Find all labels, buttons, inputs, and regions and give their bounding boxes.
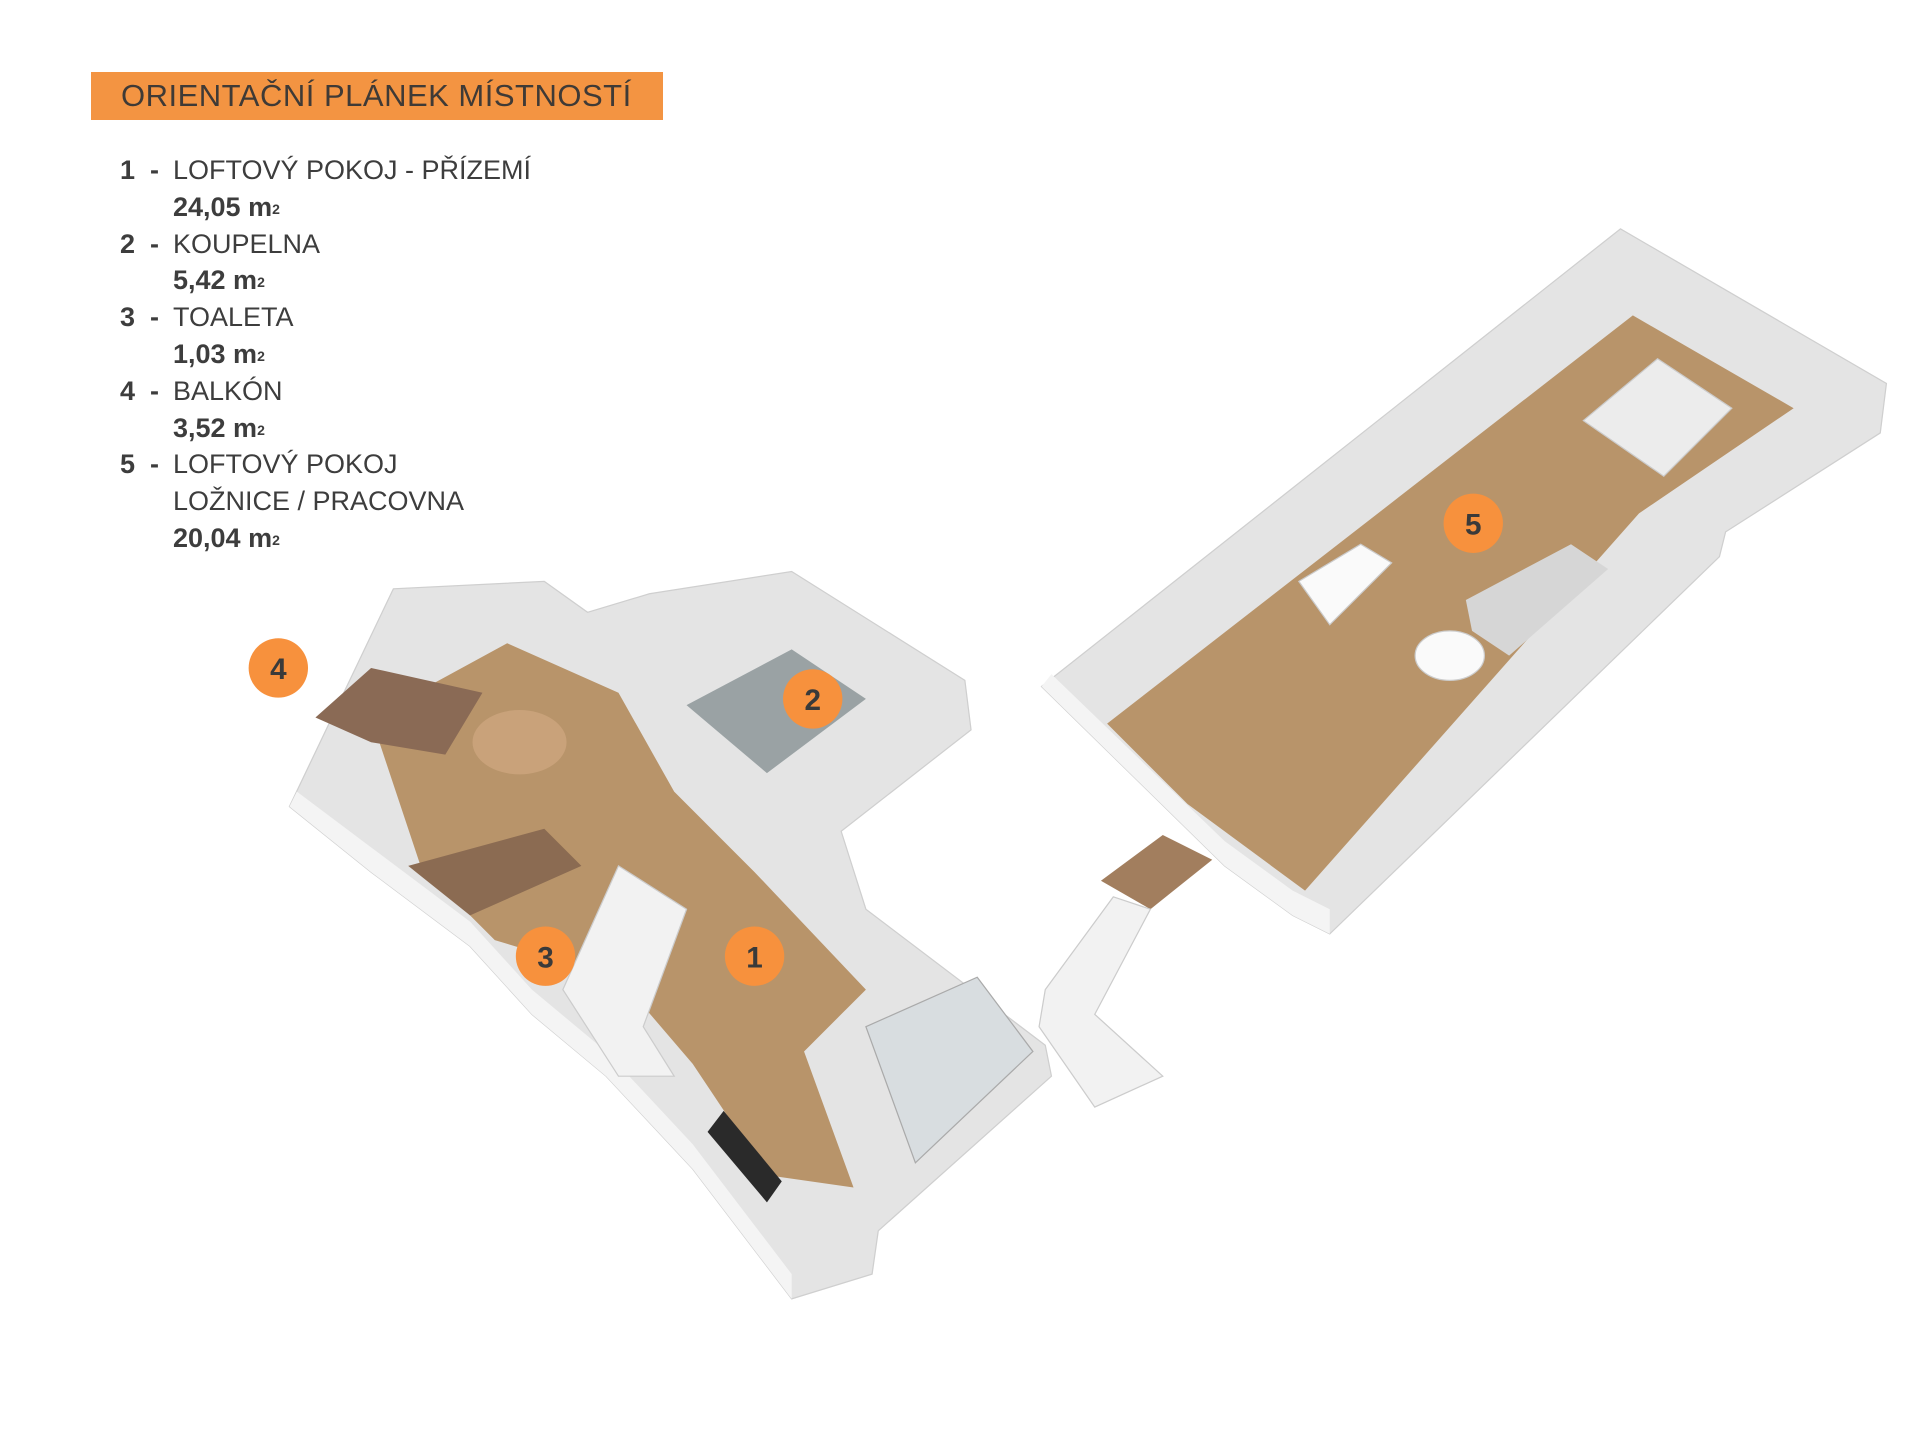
legend-item-5: 5-LOFTOVÝ POKOJ <box>120 446 531 483</box>
room-badge-2[interactable]: 2 <box>783 669 843 729</box>
room-name-line2: LOŽNICE / PRACOVNA <box>173 486 465 517</box>
room-badge-3[interactable]: 3 <box>515 926 576 986</box>
room-area: 1,03 m2 <box>173 338 265 369</box>
page-title: ORIENTAČNÍ PLÁNEK MÍSTNOSTÍ <box>121 78 632 113</box>
room-number: 1 <box>120 155 136 185</box>
bridge <box>1100 834 1213 910</box>
room-name: KOUPELNA <box>173 228 321 259</box>
dash: - <box>150 228 159 259</box>
legend-item-1: 1-LOFTOVÝ POKOJ - PŘÍZEMÍ <box>120 152 531 189</box>
inner-staircase <box>562 864 688 1077</box>
staircase <box>1038 896 1164 1108</box>
dash: - <box>150 449 159 480</box>
room-number: 5 <box>120 449 136 480</box>
dining-table <box>472 710 567 775</box>
tv <box>707 1110 782 1203</box>
loft-floor-wood <box>1107 315 1794 891</box>
room-name: BALKÓN <box>173 375 283 406</box>
dash: - <box>150 302 159 333</box>
svg-text:3: 3 <box>537 941 554 974</box>
room-name: TOALETA <box>173 302 294 333</box>
room-number: 4 <box>120 375 136 406</box>
legend-item-4: 4-BALKÓN <box>120 373 531 410</box>
balcony-floor <box>315 667 483 755</box>
svg-text:4: 4 <box>270 653 287 686</box>
room-badge-1[interactable]: 1 <box>724 926 785 986</box>
room-area: 5,42 m2 <box>173 265 265 296</box>
coffee-table <box>1414 630 1486 681</box>
svg-text:1: 1 <box>746 941 763 974</box>
svg-text:5: 5 <box>1465 508 1482 541</box>
room-badge-4[interactable]: 4 <box>248 638 309 698</box>
room-number: 3 <box>120 302 136 333</box>
bed <box>1582 357 1733 478</box>
legend-item-3: 3-TOALETA <box>120 299 531 336</box>
room-legend: 1-LOFTOVÝ POKOJ - PŘÍZEMÍ 24,05 m2 2-KOU… <box>120 152 531 557</box>
svg-text:2: 2 <box>804 684 821 717</box>
room-area: 3,52 m2 <box>173 412 265 443</box>
dash: - <box>150 155 159 185</box>
room-area: 24,05 m2 <box>173 191 280 222</box>
skylight <box>865 976 1034 1164</box>
desk <box>1297 543 1393 626</box>
right-wing-wall-side <box>1041 674 1330 934</box>
title-banner: ORIENTAČNÍ PLÁNEK MÍSTNOSTÍ <box>91 72 663 120</box>
dash: - <box>150 375 159 406</box>
left-wing-wall-side <box>289 791 792 1299</box>
room-name: LOFTOVÝ POKOJ <box>173 449 398 480</box>
kitchen-counter <box>408 828 582 916</box>
room-number: 2 <box>120 228 136 259</box>
sofa <box>1465 544 1609 656</box>
legend-item-2: 2-KOUPELNA <box>120 226 531 263</box>
room-badge-5[interactable]: 5 <box>1443 493 1503 553</box>
room-name: LOFTOVÝ POKOJ - PŘÍZEMÍ <box>173 155 532 185</box>
room-area: 20,04 m2 <box>173 522 280 553</box>
